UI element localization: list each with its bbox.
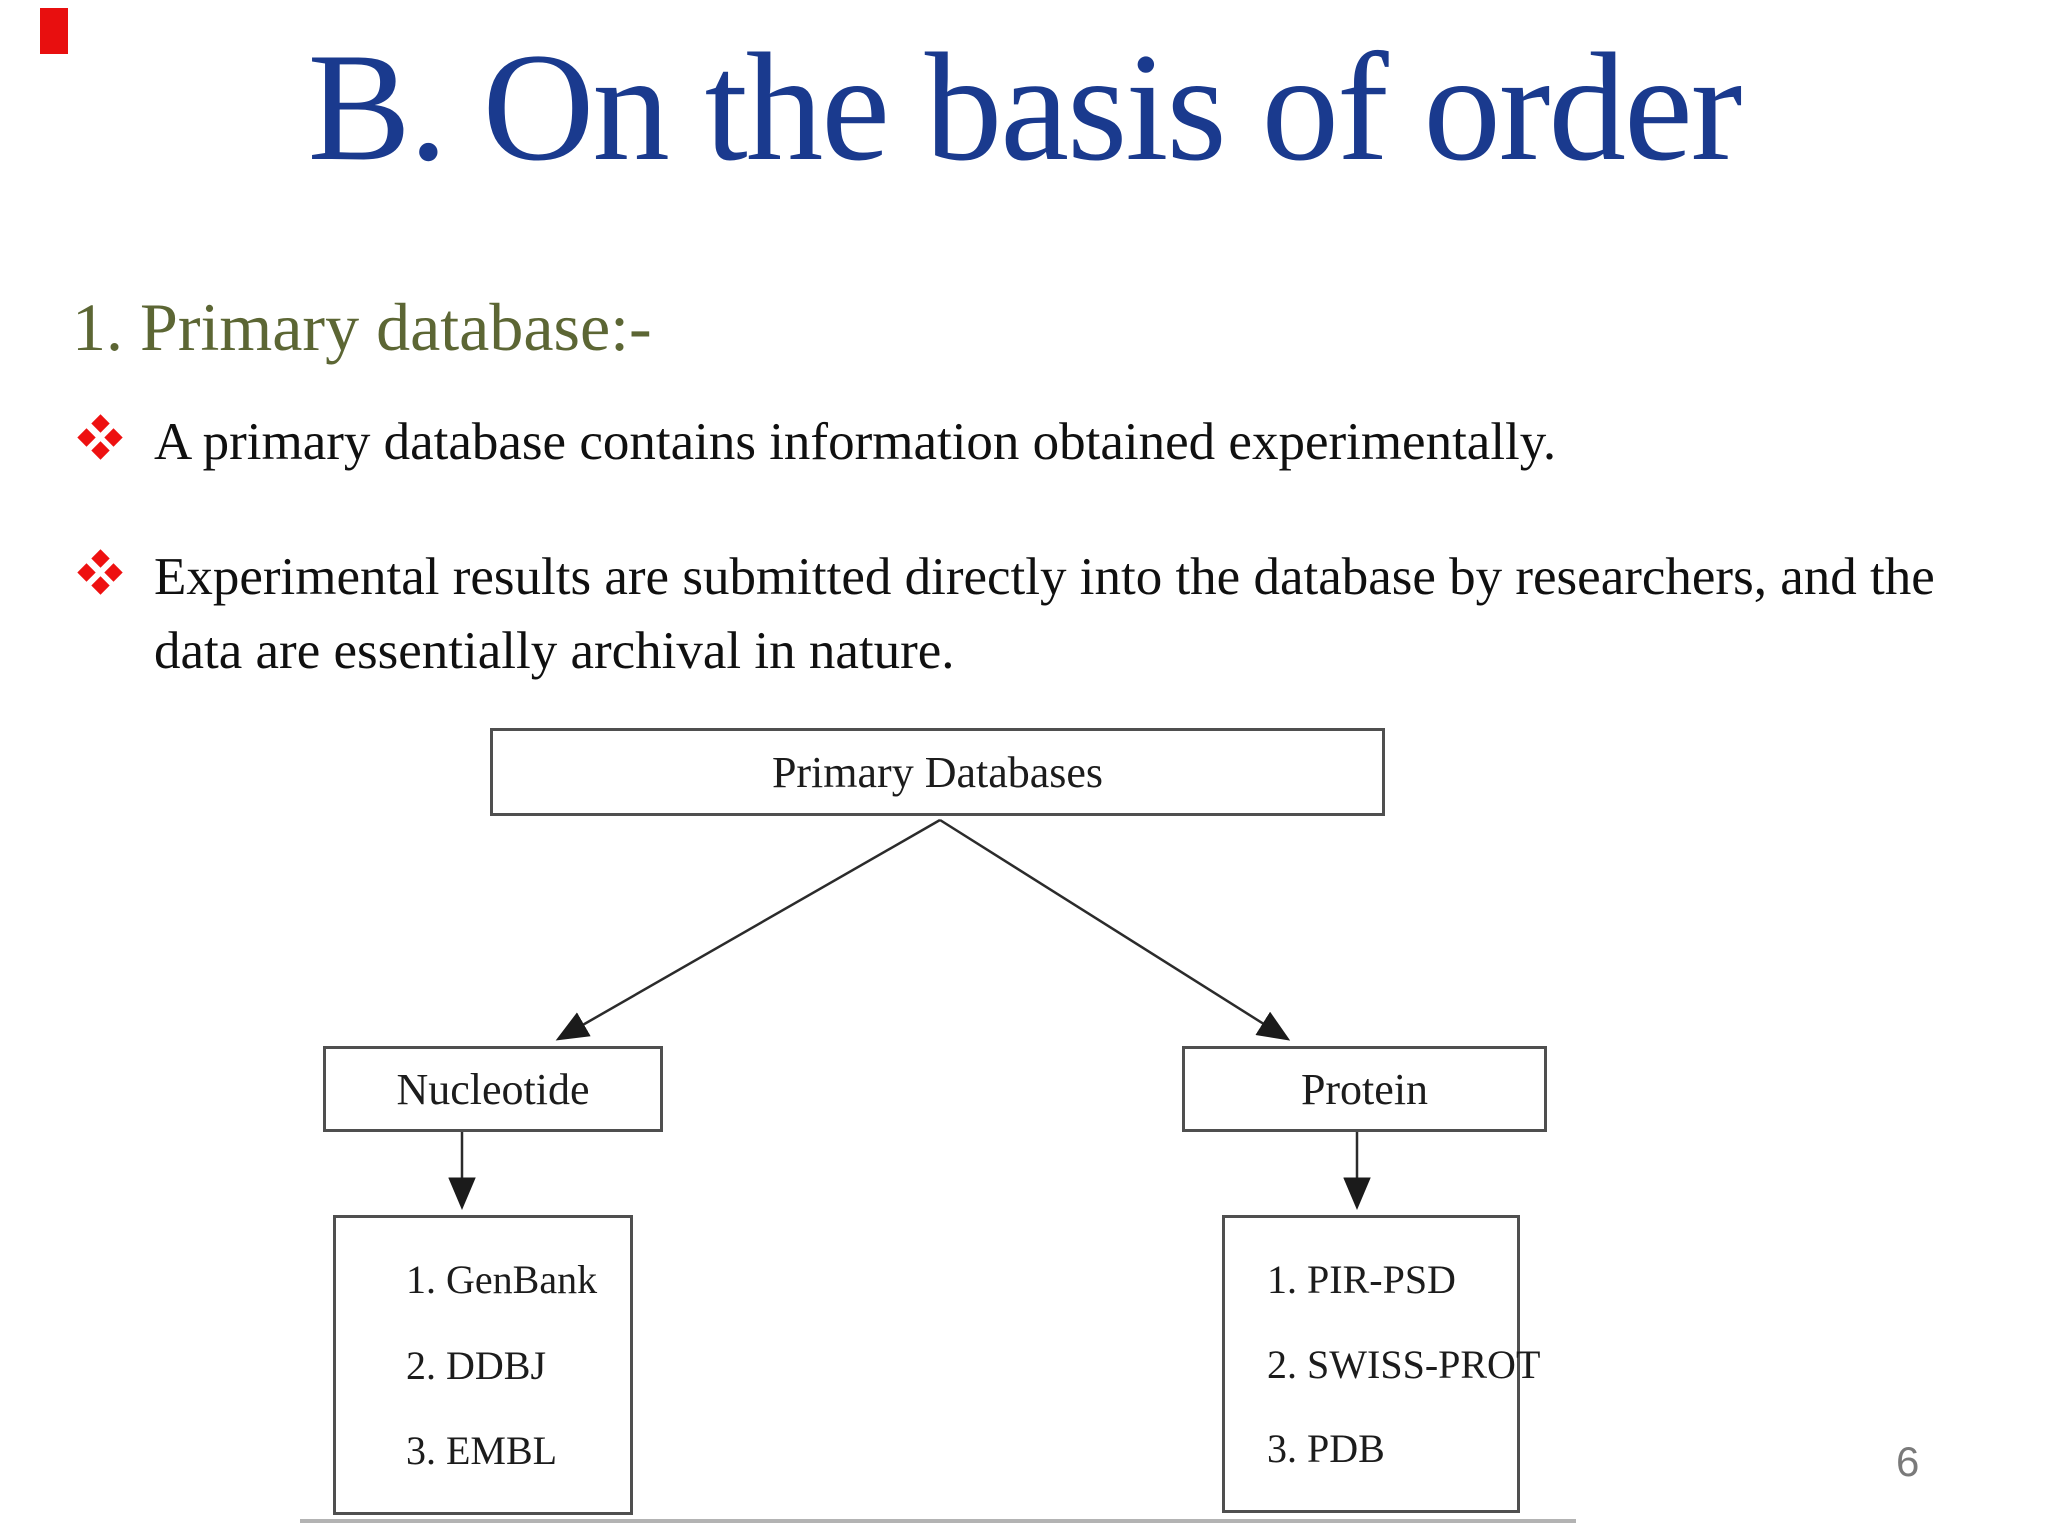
diagram-box-nucleotide: Nucleotide: [323, 1046, 663, 1132]
bullet-text: A primary database contains information …: [154, 413, 1557, 471]
arrow-root-to-nucleotide: [555, 818, 941, 1041]
red-accent-bar: [40, 8, 68, 54]
bullet-item-1: A primary database contains information …: [77, 405, 1980, 479]
list-item: 3. PDB: [1267, 1426, 1385, 1472]
list-item: 1. GenBank: [406, 1257, 598, 1303]
diamond-bullet-icon: [77, 414, 123, 460]
diagram-box-protein-list: 1. PIR-PSD 2. SWISS-PROT 3. PDB: [1222, 1215, 1541, 1513]
list-item: 1. PIR-PSD: [1267, 1256, 1456, 1302]
list-item: 2. DDBJ: [406, 1342, 547, 1388]
diagram-box-protein: Protein: [1182, 1046, 1547, 1132]
diagram-box-label: Nucleotide: [396, 1064, 590, 1114]
section-heading: 1. Primary database:-: [72, 289, 652, 365]
bullet-item-2: Experimental results are submitted direc…: [77, 540, 1980, 688]
diagram-box-nucleotide-list: 1. GenBank 2. DDBJ 3. EMBL: [333, 1215, 633, 1515]
page-title: B. On the basis of order: [307, 21, 1743, 193]
diagram-box-label: Protein: [1300, 1064, 1429, 1114]
list-item: 2. SWISS-PROT: [1267, 1341, 1541, 1387]
diamond-bullet-icon: [77, 549, 123, 595]
arrow-root-to-protein: [939, 818, 1291, 1041]
list-item: 3. EMBL: [406, 1427, 558, 1473]
diagram-box-primary-databases: Primary Databases: [490, 728, 1385, 816]
page-number: 6: [1896, 1438, 1920, 1485]
diagram-box-label: Primary Databases: [771, 747, 1104, 797]
bullet-text: Experimental results are submitted direc…: [154, 548, 1935, 681]
